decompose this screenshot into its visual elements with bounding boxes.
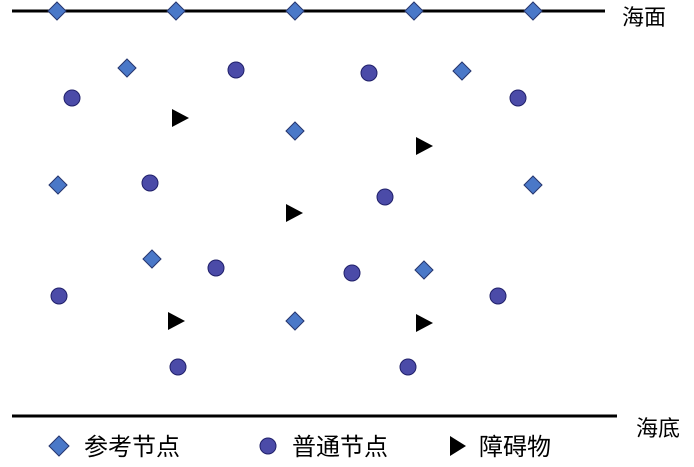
reference-node	[285, 311, 305, 331]
obstacle-marker	[416, 137, 433, 155]
reference-node	[47, 1, 67, 21]
legend-obstacle-icon	[450, 436, 466, 456]
obstacle-marker	[168, 312, 185, 330]
ordinary-node	[360, 64, 378, 82]
reference-node	[452, 61, 472, 81]
ordinary-nodes	[50, 61, 527, 376]
legend-ordinary-icon	[259, 437, 277, 455]
reference-node	[414, 260, 434, 280]
legend-ordinary-label: 普通节点	[292, 433, 388, 461]
ordinary-node	[343, 264, 361, 282]
legend-reference-label: 参考节点	[84, 433, 180, 461]
sea-bottom-label: 海底	[636, 417, 680, 442]
reference-node	[404, 1, 424, 21]
legend: 参考节点 普通节点 障碍物	[48, 433, 551, 461]
ordinary-node	[509, 89, 527, 107]
ordinary-node	[376, 188, 394, 206]
reference-node	[166, 1, 186, 21]
ordinary-node	[63, 89, 81, 107]
reference-node	[285, 1, 305, 21]
reference-node	[48, 175, 68, 195]
ordinary-node	[399, 358, 417, 376]
ordinary-node	[141, 174, 159, 192]
sea-surface-label: 海面	[622, 6, 666, 31]
reference-node	[523, 1, 543, 21]
obstacles	[168, 109, 433, 332]
ordinary-node	[207, 259, 225, 277]
obstacle-marker	[172, 109, 189, 127]
ordinary-node	[227, 61, 245, 79]
obstacle-marker	[286, 204, 303, 222]
reference-node	[285, 121, 305, 141]
reference-node	[117, 58, 137, 78]
legend-obstacle-label: 障碍物	[479, 433, 551, 461]
reference-nodes	[47, 1, 543, 331]
ordinary-node	[169, 358, 187, 376]
ordinary-node	[50, 287, 68, 305]
obstacle-marker	[416, 314, 433, 332]
legend-reference-icon	[48, 435, 70, 457]
reference-node	[142, 249, 162, 269]
reference-node	[523, 175, 543, 195]
ordinary-node	[489, 287, 507, 305]
